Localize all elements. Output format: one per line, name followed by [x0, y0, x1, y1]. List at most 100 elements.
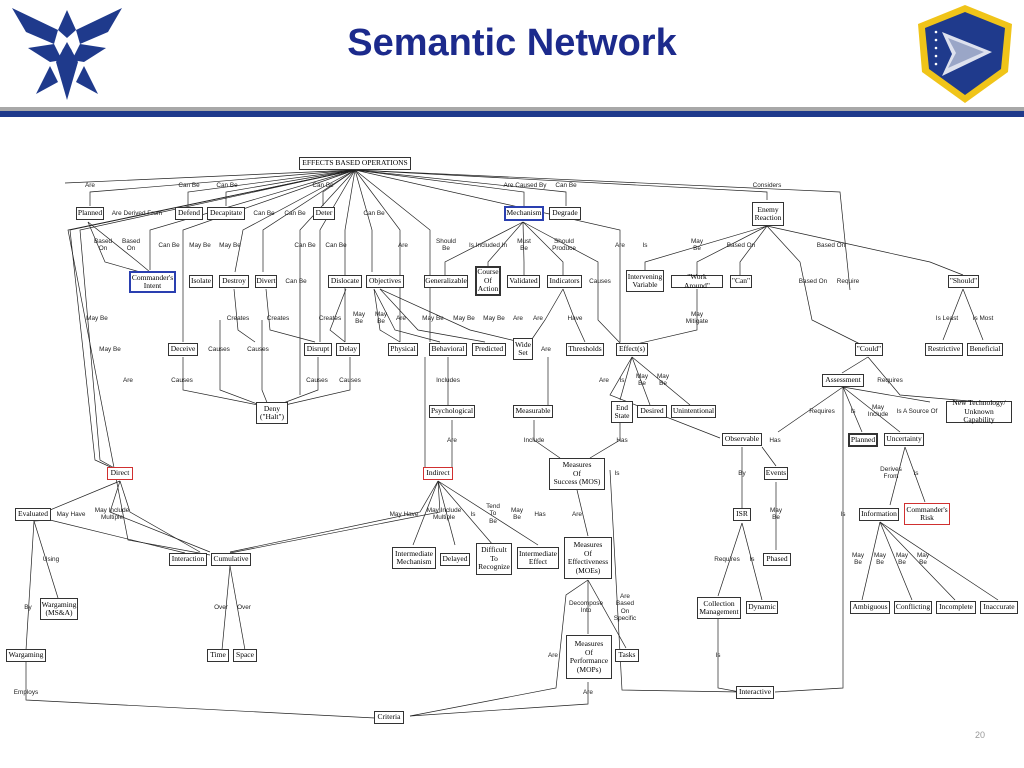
- node-mechanism: Mechanism: [505, 207, 543, 220]
- edge-label: Creates: [318, 315, 342, 322]
- header-divider-blue: [0, 111, 1024, 117]
- node-wide-set: Wide Set: [513, 338, 533, 360]
- edge-label: Are: [85, 182, 95, 189]
- node-desired: Desired: [637, 405, 667, 418]
- node-direct: Direct: [107, 467, 133, 480]
- node-should: "Should": [948, 275, 979, 288]
- edge-label: May Be: [352, 311, 366, 326]
- edge-label: Is Included In: [468, 242, 508, 249]
- node-predicted: Predicted: [472, 343, 506, 356]
- edge-label: Has: [616, 437, 628, 444]
- edge-label: Can Be: [312, 182, 334, 189]
- edge-label: Based On: [726, 242, 756, 249]
- edge-label: Require: [836, 278, 860, 285]
- node-new-technology: New Technology/ Unknown Capability: [946, 399, 1012, 424]
- node-inaccurate: Inaccurate: [980, 601, 1018, 614]
- node-unintentional: Unintentional: [671, 405, 716, 418]
- node-phased: Phased: [763, 553, 791, 566]
- node-observable: Observable: [722, 433, 762, 446]
- edge-label: Are: [513, 315, 523, 322]
- edge-label: By: [24, 604, 32, 611]
- node-psychological: Psychological: [429, 405, 475, 418]
- edge-label: May Be: [690, 238, 704, 253]
- edge-label: Are: [398, 242, 408, 249]
- edge-label: May Be: [483, 315, 505, 322]
- edge-label: Are Caused By: [503, 182, 547, 189]
- edge-label: Are: [533, 315, 543, 322]
- edge-label: May Include Multiple: [426, 507, 462, 522]
- node-indicators: Indicators: [547, 275, 582, 288]
- node-degrade: Degrade: [549, 207, 581, 220]
- edge-label: May Be: [769, 507, 783, 522]
- edge-label: May Be: [99, 346, 121, 353]
- edge-label: Include: [523, 437, 545, 444]
- edge-label: Requires: [714, 556, 740, 563]
- node-divert: Divert: [255, 275, 277, 288]
- edge-label: Causes: [247, 346, 269, 353]
- node-uncertainty: Uncertainty: [884, 433, 924, 446]
- node-restrictive: Restrictive: [925, 343, 963, 356]
- edge-label: Derives From: [880, 466, 902, 481]
- edge-label: Is: [913, 470, 919, 477]
- node-enemy-reaction: Enemy Reaction: [752, 202, 784, 226]
- node-space: Space: [233, 649, 257, 662]
- edge-label: Can Be: [555, 182, 577, 189]
- edge-label: Considers: [752, 182, 782, 189]
- node-planned: Planned: [76, 207, 104, 220]
- edge-label: May Be: [374, 311, 388, 326]
- edge-label: May Include Multiple: [94, 507, 130, 522]
- node-validated: Validated: [507, 275, 540, 288]
- edge-label: May Be: [895, 552, 909, 567]
- edge-label: Based On: [798, 278, 828, 285]
- node-disrupt: Disrupt: [304, 343, 332, 356]
- node-destroy: Destroy: [219, 275, 249, 288]
- edge-label: Are: [615, 242, 625, 249]
- node-effects: Effect(s): [616, 343, 648, 356]
- edge-label: Causes: [339, 377, 361, 384]
- node-could: "Could": [855, 343, 883, 356]
- edge-label: Is: [642, 242, 648, 249]
- edge-label: By: [738, 470, 746, 477]
- edge-label: Can Be: [178, 182, 200, 189]
- node-wargaming-msa: Wargaming (MS&A): [40, 598, 78, 620]
- edge-label: Are: [447, 437, 457, 444]
- node-physical: Physical: [388, 343, 418, 356]
- node-deter: Deter: [313, 207, 335, 220]
- edge-label: Are: [548, 652, 558, 659]
- edge-label: May Be: [189, 242, 211, 249]
- edge-label: Causes: [306, 377, 328, 384]
- node-measures-of-success: Measures Of Success (MOS): [549, 458, 605, 490]
- node-dynamic: Dynamic: [746, 601, 778, 614]
- node-information: Information: [859, 508, 899, 521]
- edge-label: Can Be: [294, 242, 316, 249]
- edge-label: May Include: [867, 404, 889, 419]
- edge-label: Is: [840, 511, 846, 518]
- edge-label: Should Be: [436, 238, 456, 253]
- node-intermediate-mechanism: Intermediate Mechanism: [392, 547, 436, 569]
- edge-label: Have: [567, 315, 583, 322]
- slide-title: Semantic Network: [347, 22, 677, 64]
- edge-label: May Be: [219, 242, 241, 249]
- edge-label: Creates: [266, 315, 290, 322]
- node-isolate: Isolate: [189, 275, 213, 288]
- node-deceive: Deceive: [168, 343, 198, 356]
- edge-label: May Be: [510, 507, 524, 522]
- edge-label: Are: [572, 511, 582, 518]
- edge-label: Causes: [208, 346, 230, 353]
- edge-label: Has: [769, 437, 781, 444]
- node-effects-based-operations: EFFECTS BASED OPERATIONS: [299, 157, 411, 170]
- node-events: Events: [764, 467, 788, 480]
- edge-label: Is: [470, 511, 476, 518]
- edge-label: Tend To Be: [486, 503, 500, 525]
- edge-label: May Mitigate: [685, 311, 709, 326]
- air-force-research-laboratory-seal: [918, 5, 1012, 103]
- edge-label: May Be: [86, 315, 108, 322]
- edge-label: May Be: [851, 552, 865, 567]
- edge-label: Should Produce: [552, 238, 576, 253]
- edge-label: Are: [396, 315, 406, 322]
- node-end-state: End State: [611, 401, 633, 423]
- node-indirect: Indirect: [423, 467, 453, 480]
- node-isr: ISR: [733, 508, 751, 521]
- edge-label: Requires: [809, 408, 835, 415]
- node-commanders-intent: Commander's Intent: [130, 272, 175, 292]
